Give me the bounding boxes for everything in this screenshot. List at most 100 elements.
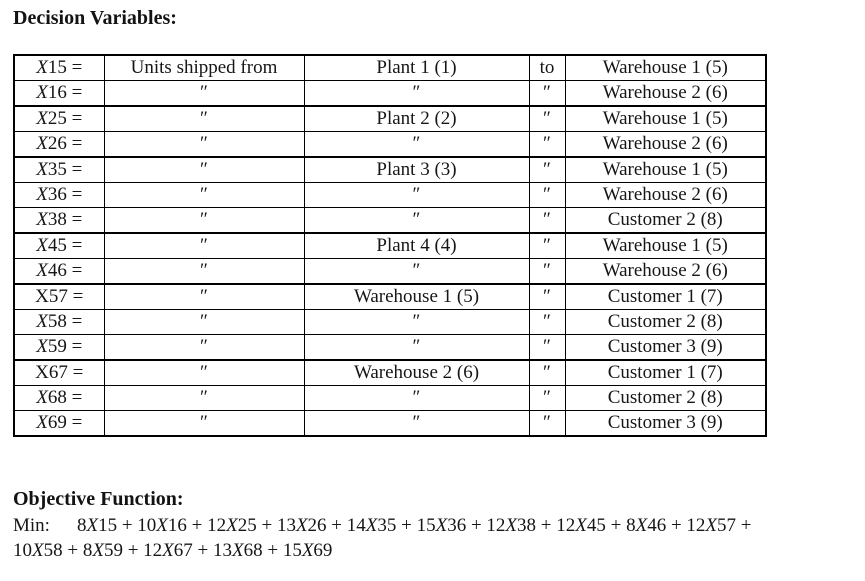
source-cell: ″	[303, 309, 530, 335]
destination-cell: Customer 1 (7)	[564, 283, 767, 310]
source-cell: Plant 3 (3)	[303, 156, 530, 183]
variable-symbol: X	[86, 515, 99, 536]
table-row-x16: X16 =″″″Warehouse 2 (6)	[13, 80, 767, 107]
shipped-cell: ″	[103, 131, 305, 158]
shipped-cell: ″	[103, 156, 305, 183]
destination-cell: Warehouse 1 (5)	[564, 54, 767, 81]
shipped-cell: ″	[103, 182, 305, 208]
variable-symbol: X	[705, 515, 718, 536]
shipped-cell: ″	[103, 258, 305, 285]
variable-symbol: X	[32, 540, 44, 561]
shipped-cell: ″	[103, 359, 305, 386]
objective-line-1: Min:8X15 + 10X16 + 12X25 + 13X26 + 14X35…	[13, 515, 752, 536]
destination-cell: Customer 2 (8)	[564, 207, 767, 234]
variable-cell: X25 =	[13, 105, 105, 132]
source-cell: ″	[303, 80, 530, 107]
shipped-cell: Units shipped from	[103, 54, 305, 81]
variable-symbol: X	[231, 540, 244, 561]
source-cell: Warehouse 2 (6)	[303, 359, 530, 386]
table-row-x36: X36 =″″″Warehouse 2 (6)	[13, 182, 767, 208]
variable-cell: X35 =	[13, 156, 105, 183]
variable-symbol: X	[36, 336, 48, 357]
variable-cell: X57 =	[13, 283, 105, 310]
source-cell: Warehouse 1 (5)	[303, 283, 530, 310]
destination-cell: Warehouse 2 (6)	[564, 131, 767, 158]
variable-symbol: X	[36, 159, 48, 180]
variable-symbol: X	[36, 184, 48, 205]
to-cell: ″	[528, 131, 566, 158]
source-cell: ″	[303, 258, 530, 285]
destination-cell: Warehouse 1 (5)	[564, 156, 767, 183]
shipped-cell: ″	[103, 207, 305, 234]
objective-expression: Min:8X15 + 10X16 + 12X25 + 13X26 + 14X35…	[13, 513, 858, 563]
shipped-cell: ″	[103, 283, 305, 310]
destination-cell: Customer 2 (8)	[564, 385, 767, 411]
source-cell: Plant 4 (4)	[303, 232, 530, 259]
to-cell: ″	[528, 105, 566, 132]
to-cell: ″	[528, 156, 566, 183]
to-cell: ″	[528, 207, 566, 234]
source-cell: ″	[303, 410, 530, 437]
variable-symbol: X	[36, 235, 48, 256]
destination-cell: Warehouse 2 (6)	[564, 182, 767, 208]
table-row-x59: X59 =″″″Customer 3 (9)	[13, 334, 767, 361]
variable-cell: X69 =	[13, 410, 105, 437]
table-row-x69: X69 =″″″Customer 3 (9)	[13, 410, 767, 437]
shipped-cell: ″	[103, 309, 305, 335]
to-cell: ″	[528, 182, 566, 208]
shipped-cell: ″	[103, 105, 305, 132]
variable-cell: X68 =	[13, 385, 105, 411]
variable-symbol: X	[36, 57, 48, 78]
destination-cell: Customer 2 (8)	[564, 309, 767, 335]
to-cell: to	[528, 54, 566, 81]
variable-symbol: X	[435, 515, 448, 536]
destination-cell: Warehouse 1 (5)	[564, 232, 767, 259]
to-cell: ″	[528, 410, 566, 437]
destination-cell: Customer 1 (7)	[564, 359, 767, 386]
destination-cell: Warehouse 2 (6)	[564, 80, 767, 107]
to-cell: ″	[528, 258, 566, 285]
variable-symbol: X	[365, 515, 378, 536]
variable-symbol: X	[505, 515, 518, 536]
variable-symbol: X	[36, 412, 48, 433]
variable-symbol: X	[36, 209, 48, 230]
objective-line-2: 10X58 + 8X59 + 12X67 + 13X68 + 15X69	[13, 540, 333, 561]
to-cell: ″	[528, 80, 566, 107]
to-cell: ″	[528, 309, 566, 335]
destination-cell: Customer 3 (9)	[564, 334, 767, 361]
source-cell: ″	[303, 131, 530, 158]
table-row-x35: X35 =″Plant 3 (3)″Warehouse 1 (5)	[13, 156, 767, 183]
variable-symbol: X	[36, 82, 48, 103]
shipped-cell: ″	[103, 232, 305, 259]
variable-symbol: X	[36, 311, 48, 332]
shipped-cell: ″	[103, 334, 305, 361]
variable-symbol: X	[575, 515, 587, 536]
to-cell: ″	[528, 334, 566, 361]
table-row-x45: X45 =″Plant 4 (4)″Warehouse 1 (5)	[13, 232, 767, 259]
variable-cell: X46 =	[13, 258, 105, 285]
source-cell: ″	[303, 334, 530, 361]
destination-cell: Customer 3 (9)	[564, 410, 767, 437]
table-row-x68: X68 =″″″Customer 2 (8)	[13, 385, 767, 411]
to-cell: ″	[528, 385, 566, 411]
table-row-x25: X25 =″Plant 2 (2)″Warehouse 1 (5)	[13, 105, 767, 132]
source-cell: ″	[303, 182, 530, 208]
variable-symbol: X	[635, 515, 648, 536]
variable-symbol: X	[156, 515, 168, 536]
variable-cell: X67 =	[13, 359, 105, 386]
objective-function-heading: Objective Function:	[13, 488, 184, 510]
shipped-cell: ″	[103, 80, 305, 107]
variable-symbol: X	[162, 540, 174, 561]
variable-cell: X45 =	[13, 232, 105, 259]
source-cell: ″	[303, 385, 530, 411]
variable-cell: X59 =	[13, 334, 105, 361]
variable-symbol: X	[36, 387, 48, 408]
destination-cell: Warehouse 2 (6)	[564, 258, 767, 285]
table-row-x58: X58 =″″″Customer 2 (8)	[13, 309, 767, 335]
variable-symbol: X	[92, 540, 104, 561]
table-row-x38: X38 =″″″Customer 2 (8)	[13, 207, 767, 234]
source-cell: Plant 2 (2)	[303, 105, 530, 132]
table-row-x46: X46 =″″″Warehouse 2 (6)	[13, 258, 767, 285]
